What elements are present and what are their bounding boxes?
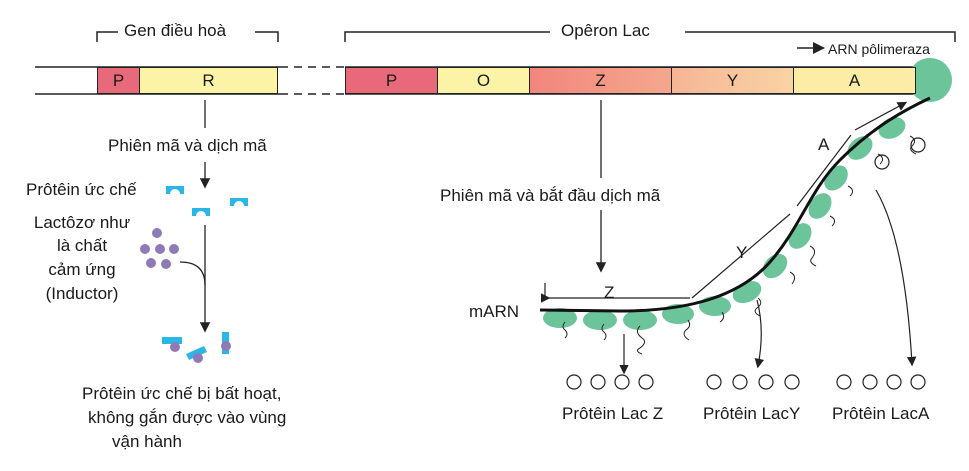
lac-operon-bracket <box>344 31 956 42</box>
protein-arrows <box>619 189 917 375</box>
inactive-repressor-label-1: Prôtêin ức chế bị bất hoạt, <box>82 384 282 403</box>
gene-y-segment: Y <box>672 67 794 94</box>
inactive-repressor-label-3: vận hành <box>112 432 182 451</box>
protein-lacy-label: Prôtêin LacY <box>703 404 801 423</box>
mrna-region-y: Y <box>736 243 748 262</box>
regulator-gene-label: Gen điều hoà <box>124 21 227 40</box>
transcription-start-translation-label: Phiên mã và bắt đầu dịch mã <box>440 186 661 205</box>
protein-laca-label: Prôtêin LacA <box>832 404 930 423</box>
inducer-label-2: là chất <box>56 236 108 255</box>
mrna-strand <box>539 58 952 355</box>
regulator-expression-arrow <box>179 100 211 333</box>
regulator-gene-bracket <box>96 31 279 42</box>
transcription-translation-label: Phiên mã và dịch mã <box>108 136 267 155</box>
inducer-label-3: cảm ứng <box>48 260 116 279</box>
mrna-region-z: Z <box>604 283 615 302</box>
mrna-region-a: A <box>818 135 830 154</box>
gene-z-segment: Z <box>530 67 672 94</box>
mrna-label: mARN <box>469 302 520 321</box>
lac-operon-label: Opêron Lac <box>561 21 650 40</box>
inducer-label-4: (Inductor) <box>45 284 119 303</box>
inactive-repressor-label-2: không gắn được vào vùng <box>88 408 287 427</box>
operator-segment: O <box>438 67 530 94</box>
regulator-promoter-segment: P <box>97 67 140 94</box>
repressor-proteins <box>166 186 248 216</box>
protein-lacz-label: Prôtêin Lac Z <box>562 404 664 423</box>
folded-proteins <box>566 137 926 390</box>
gene-a-segment: A <box>794 67 916 94</box>
inducer-label-1: Lactôzơ như <box>33 213 131 232</box>
regulator-gene-r-segment: R <box>140 67 278 94</box>
ribosomes <box>543 58 952 330</box>
operon-promoter-segment: P <box>345 67 438 94</box>
inactivated-repressors <box>162 332 231 363</box>
inducer-molecules <box>140 228 179 269</box>
rna-polymerase-label: ARN pôlimeraza <box>828 41 930 57</box>
repressor-label: Prôtêin ức chế <box>26 180 137 199</box>
